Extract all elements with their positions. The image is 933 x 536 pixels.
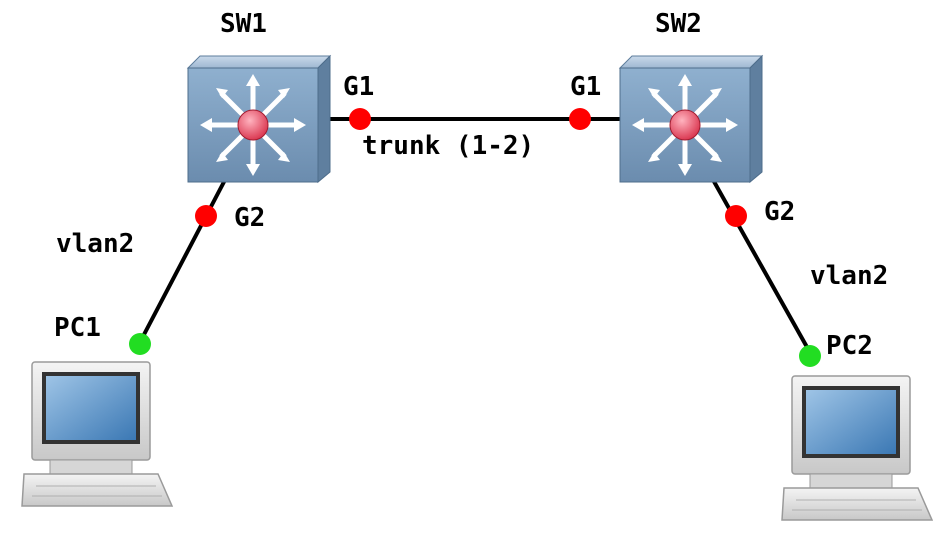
pc2-label: PC2 xyxy=(826,331,873,361)
sw1-switch-icon[interactable] xyxy=(188,56,330,182)
sw1-label: SW1 xyxy=(220,9,267,39)
pc1-computer-icon[interactable] xyxy=(21,361,173,507)
pc1-port-dot[interactable] xyxy=(129,333,151,355)
pc1-label: PC1 xyxy=(54,313,101,343)
pc1-vlan-label: vlan2 xyxy=(56,229,134,259)
pc2-vlan-label: vlan2 xyxy=(810,261,888,291)
sw1-g2-port-label: G2 xyxy=(234,203,265,233)
trunk-label: trunk (1-2) xyxy=(362,131,534,161)
pc2-access-link xyxy=(710,177,814,357)
sw1-g2-port-dot[interactable] xyxy=(195,205,217,227)
sw2-g2-port-dot[interactable] xyxy=(725,205,747,227)
sw2-g1-port-label: G1 xyxy=(570,72,601,102)
sw1-g1-port-dot[interactable] xyxy=(349,108,371,130)
sw1-g1-port-label: G1 xyxy=(343,72,374,102)
sw2-label: SW2 xyxy=(655,9,702,39)
pc2-port-dot[interactable] xyxy=(799,345,821,367)
sw2-g2-port-label: G2 xyxy=(764,197,795,227)
pc2-computer-icon[interactable] xyxy=(781,375,933,521)
pc1-access-link xyxy=(136,177,228,347)
sw2-switch-icon[interactable] xyxy=(620,56,762,182)
sw2-g1-port-dot[interactable] xyxy=(569,108,591,130)
